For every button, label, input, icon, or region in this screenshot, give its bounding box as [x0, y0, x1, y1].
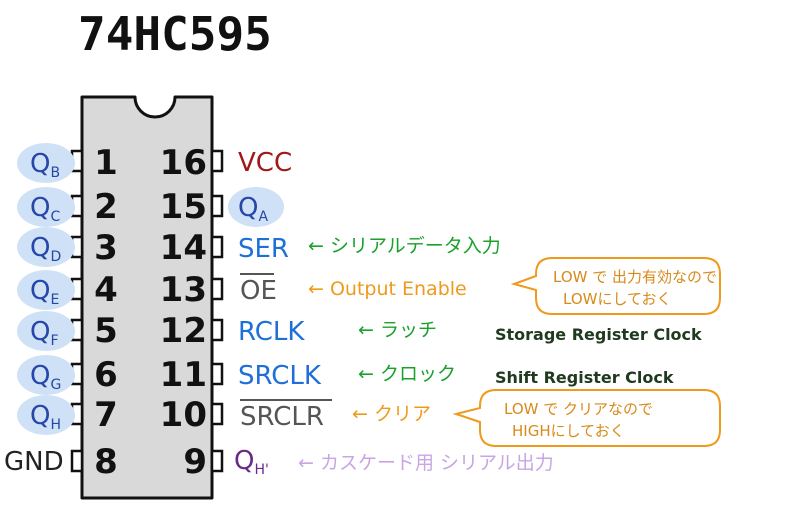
english-srclk: Shift Register Clock: [495, 368, 674, 387]
bubble-srclr: LOW で クリアなので HIGHにしておく: [452, 389, 721, 447]
bubble-oe-line2: LOWにしておく: [563, 290, 672, 308]
pin-number: 8: [94, 442, 118, 482]
pin-number: 6: [94, 355, 118, 395]
note-srclr: ← クリア: [352, 403, 431, 425]
pin-label-qa: QA: [238, 193, 268, 225]
pin-label-qf: QF: [30, 317, 59, 349]
pin-number: 12: [160, 311, 207, 351]
note-srclk: ← クロック: [358, 363, 456, 385]
left-pin-numbers: 1 2 3 4 5 6 7 8: [94, 143, 118, 482]
pin-label-qg: QG: [30, 361, 61, 393]
pin-label-rclk: RCLK: [238, 317, 305, 347]
pin-number: 5: [94, 311, 118, 351]
pin-label-qe: QE: [30, 276, 59, 308]
english-rclk: Storage Register Clock: [495, 325, 702, 344]
bubble-oe-line1: LOW で 出力有効なので: [553, 268, 717, 286]
bubble-srclr-line2: HIGHにしておく: [512, 422, 625, 440]
pin-label-ser: SER: [238, 234, 289, 264]
bubble-oe: LOW で 出力有効なので LOWにしておく: [510, 257, 721, 315]
note-qh-prime: ← カスケード用 シリアル出力: [298, 452, 554, 474]
pin-number: 15: [160, 187, 207, 227]
note-oe: ← Output Enable: [308, 278, 467, 300]
pin-number: 1: [94, 143, 118, 183]
q-highlights: [17, 143, 284, 435]
pin-number: 4: [94, 270, 118, 310]
pin-label-oe: OE: [240, 276, 277, 306]
pin-number: 16: [160, 143, 207, 183]
pin-number: 14: [160, 228, 207, 268]
pin-number: 11: [160, 355, 207, 395]
bubble-srclr-shape: [452, 389, 721, 447]
chip-title: 74HC595: [78, 7, 272, 61]
note-rclk: ← ラッチ: [358, 319, 437, 341]
pin-label-qh: QH: [30, 401, 61, 433]
pin-label-vcc: VCC: [238, 148, 292, 178]
pin-label-srclk: SRCLK: [238, 361, 322, 391]
left-pin-stubs: [70, 149, 84, 473]
pin-label-srclr: SRCLR: [240, 402, 324, 432]
pin-label-gnd: GND: [4, 447, 64, 477]
pin-number: 9: [183, 442, 207, 482]
right-pin-stubs: [210, 149, 224, 473]
left-pin-labels: QB QC QD QE QF QG QH GND: [4, 149, 64, 477]
pin-label-qc: QC: [30, 193, 60, 225]
right-pin-numbers: 16 15 14 13 12 11 10 9: [160, 143, 207, 482]
pin-number: 3: [94, 228, 118, 268]
bubble-oe-shape: [510, 257, 721, 315]
right-pin-labels: VCC QA SER OE RCLK SRCLK SRCLR QH': [234, 148, 332, 478]
pin-label-qd: QD: [30, 233, 61, 265]
pin-notes: ← シリアルデータ入力 ← Output Enable ← ラッチ Storag…: [298, 235, 702, 474]
pin-label-qb: QB: [30, 149, 60, 181]
pin-label-qh-prime: QH': [234, 446, 269, 478]
pin-number: 10: [160, 395, 207, 435]
note-ser: ← シリアルデータ入力: [308, 235, 501, 257]
pin-number: 2: [94, 187, 118, 227]
bubble-srclr-line1: LOW で クリアなので: [504, 400, 653, 418]
pin-number: 13: [160, 270, 207, 310]
pin-number: 7: [94, 395, 118, 435]
chip-body: [80, 95, 214, 500]
